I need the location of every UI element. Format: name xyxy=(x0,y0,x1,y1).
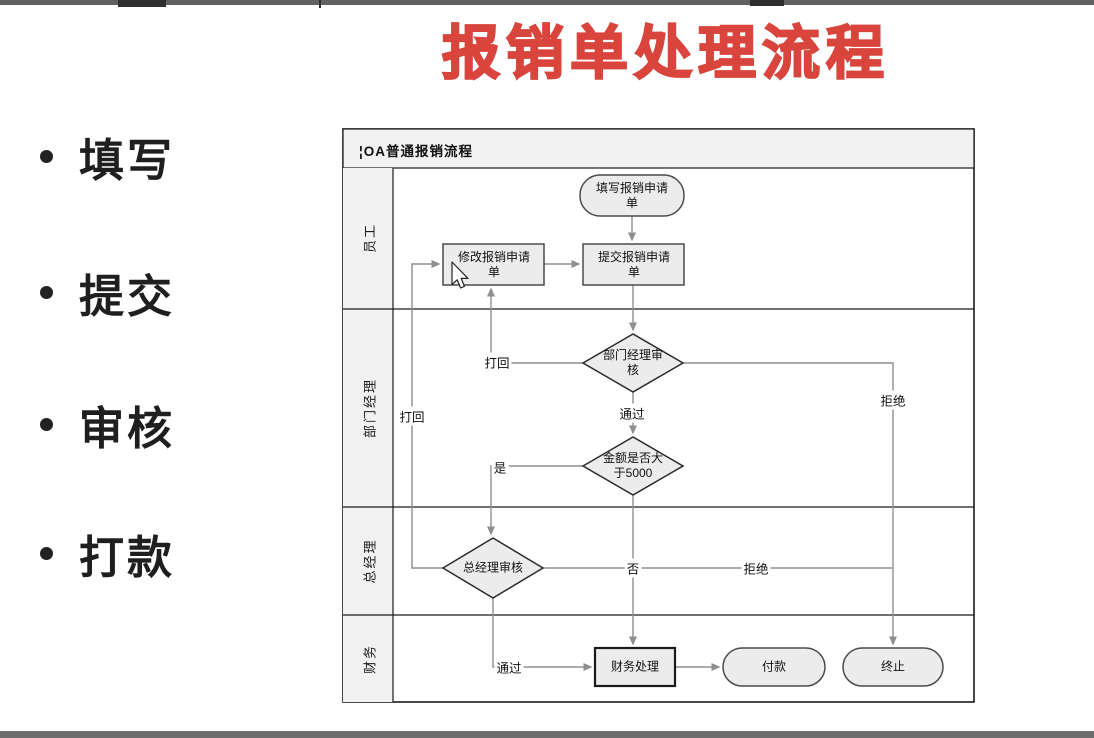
header-tick: ¦ xyxy=(359,144,364,159)
bullet-item: 审核 xyxy=(40,392,175,457)
submit-node-shape xyxy=(582,243,685,286)
terminate-node-label: 终止 xyxy=(880,659,906,674)
dept-review-decision-shape xyxy=(581,333,685,393)
lane-label-general-manager: 总经理 xyxy=(362,538,378,584)
finance-node-shape xyxy=(593,646,677,688)
swimlane-header-band xyxy=(342,128,975,169)
lane-label-column xyxy=(343,168,393,702)
edge-label-dept-pass: 通过 xyxy=(617,403,647,423)
bullet-dot xyxy=(40,547,53,560)
bullet-item: 打款 xyxy=(40,521,175,586)
bullet-text: 打款 xyxy=(79,532,176,583)
bullet-dot xyxy=(40,286,53,299)
modify-node-label: 修改报销申请单 xyxy=(457,250,530,279)
edge-label-dept-reject: 拒绝 xyxy=(878,390,908,410)
bullet-text: 提交 xyxy=(79,271,176,322)
amount-check-decision-shape xyxy=(581,436,685,496)
bullet-item: 提交 xyxy=(40,260,175,325)
edge-gm-review-pass-to-finance xyxy=(492,598,593,671)
amount-check-label: 金额是否大于5000 xyxy=(602,451,663,480)
window-fragment xyxy=(750,0,784,6)
slide-title: 报销单处理流程 xyxy=(441,20,891,87)
pay-node-label: 付款 xyxy=(761,659,787,674)
edge-label-gm-pass: 通过 xyxy=(494,657,524,677)
window-fragment xyxy=(319,0,321,8)
edge-label-gm-back: 打回 xyxy=(397,406,427,426)
window-fragment xyxy=(118,0,166,7)
bullet-dot xyxy=(40,150,53,163)
dept-review-label: 部门经理审核 xyxy=(602,348,663,377)
bottom-window-strip xyxy=(0,731,1094,738)
bullet-text: 填写 xyxy=(79,135,176,186)
bullet-dot xyxy=(40,418,53,431)
lane-label-dept-manager: 部门经理 xyxy=(362,377,378,439)
lane-label-employee: 员工 xyxy=(362,222,378,254)
edge-label-dept-back: 打回 xyxy=(482,352,512,372)
pay-node-shape xyxy=(722,647,826,687)
bullet-text: 审核 xyxy=(79,403,176,454)
start-node-shape xyxy=(579,174,685,217)
lane-label-finance: 财务 xyxy=(362,643,378,675)
submit-node-label: 提交报销申请单 xyxy=(597,250,670,279)
edge-label-no: 否 xyxy=(624,558,642,578)
gm-review-decision-shape xyxy=(441,537,545,599)
edge-label-yes: 是 xyxy=(491,457,509,477)
swimlane-frame xyxy=(342,128,975,703)
mouse-cursor-icon xyxy=(451,261,469,289)
edge-amount-check-yes-to-gm-review xyxy=(487,465,583,536)
top-window-strip xyxy=(0,0,1094,5)
bullet-item: 填写 xyxy=(40,124,175,189)
flowchart-header-title: ¦OA普通报销流程 xyxy=(359,144,474,159)
terminate-node-shape xyxy=(842,647,944,687)
edge-dept-review-reject-to-terminate xyxy=(683,362,897,646)
start-node-label: 填写报销申请单 xyxy=(595,181,668,210)
finance-node-label: 财务处理 xyxy=(610,659,660,674)
edge-label-gm-reject: 拒绝 xyxy=(741,558,771,578)
gm-review-label: 总经理审核 xyxy=(462,560,524,575)
